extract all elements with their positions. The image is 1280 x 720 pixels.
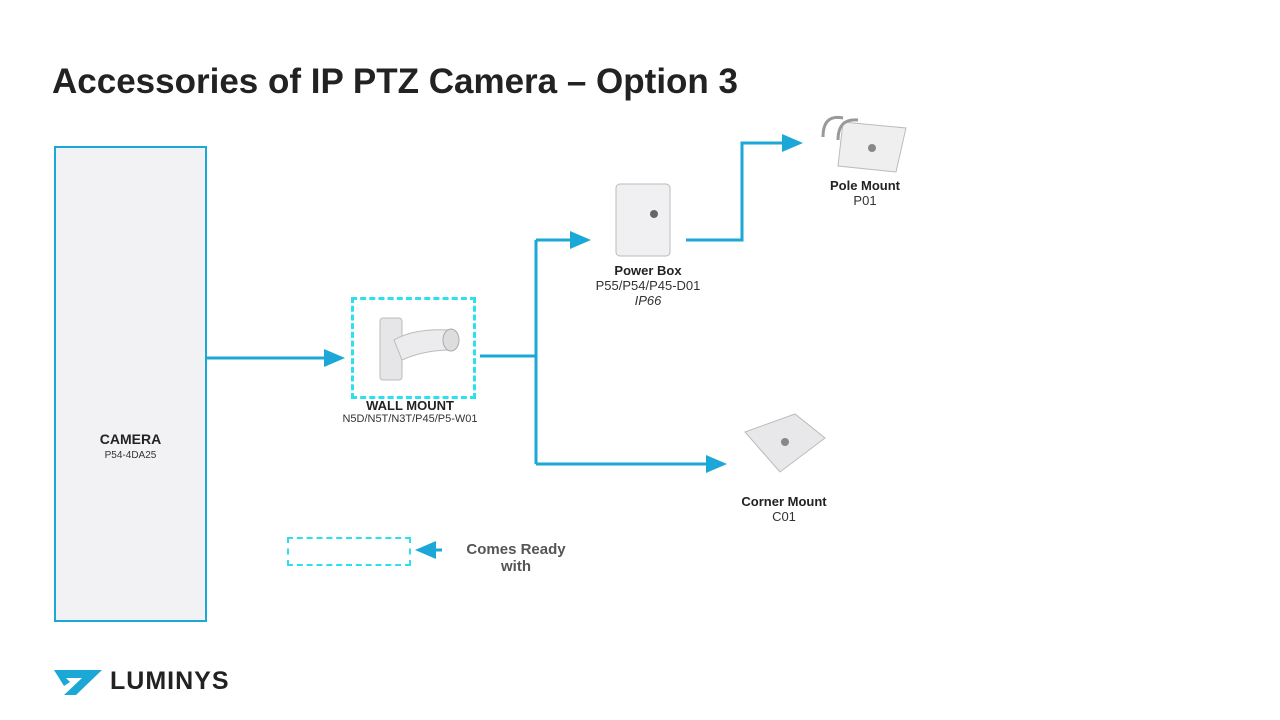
power-box-image bbox=[615, 183, 671, 257]
wall-mount-image bbox=[379, 317, 460, 381]
camera-box: CAMERA P54-4DA25 bbox=[54, 146, 207, 622]
corner-mount-label: Corner Mount C01 bbox=[741, 494, 827, 524]
legend-dashed-box bbox=[287, 537, 411, 566]
pole-mount-label: Pole Mount P01 bbox=[829, 178, 901, 208]
power-box-label: Power Box P55/P54/P45-D01 IP66 bbox=[595, 263, 701, 308]
corner-mount-image bbox=[744, 413, 826, 473]
legend-text: Comes Ready with bbox=[466, 541, 566, 575]
logo-text: LUMINYS bbox=[110, 667, 230, 695]
luminys-logo: LUMINYS bbox=[54, 667, 230, 696]
camera-model: P54-4DA25 bbox=[104, 450, 157, 461]
pole-mount-image bbox=[821, 115, 907, 173]
luminys-logo-icon bbox=[54, 669, 102, 695]
page-title: Accessories of IP PTZ Camera – Option 3 bbox=[52, 62, 738, 101]
wall-mount-label: WALL MOUNT N5D/N5T/N3T/P45/P5-W01 bbox=[342, 398, 478, 425]
wall-mount-highlight bbox=[351, 297, 476, 399]
camera-name: CAMERA bbox=[99, 431, 162, 447]
